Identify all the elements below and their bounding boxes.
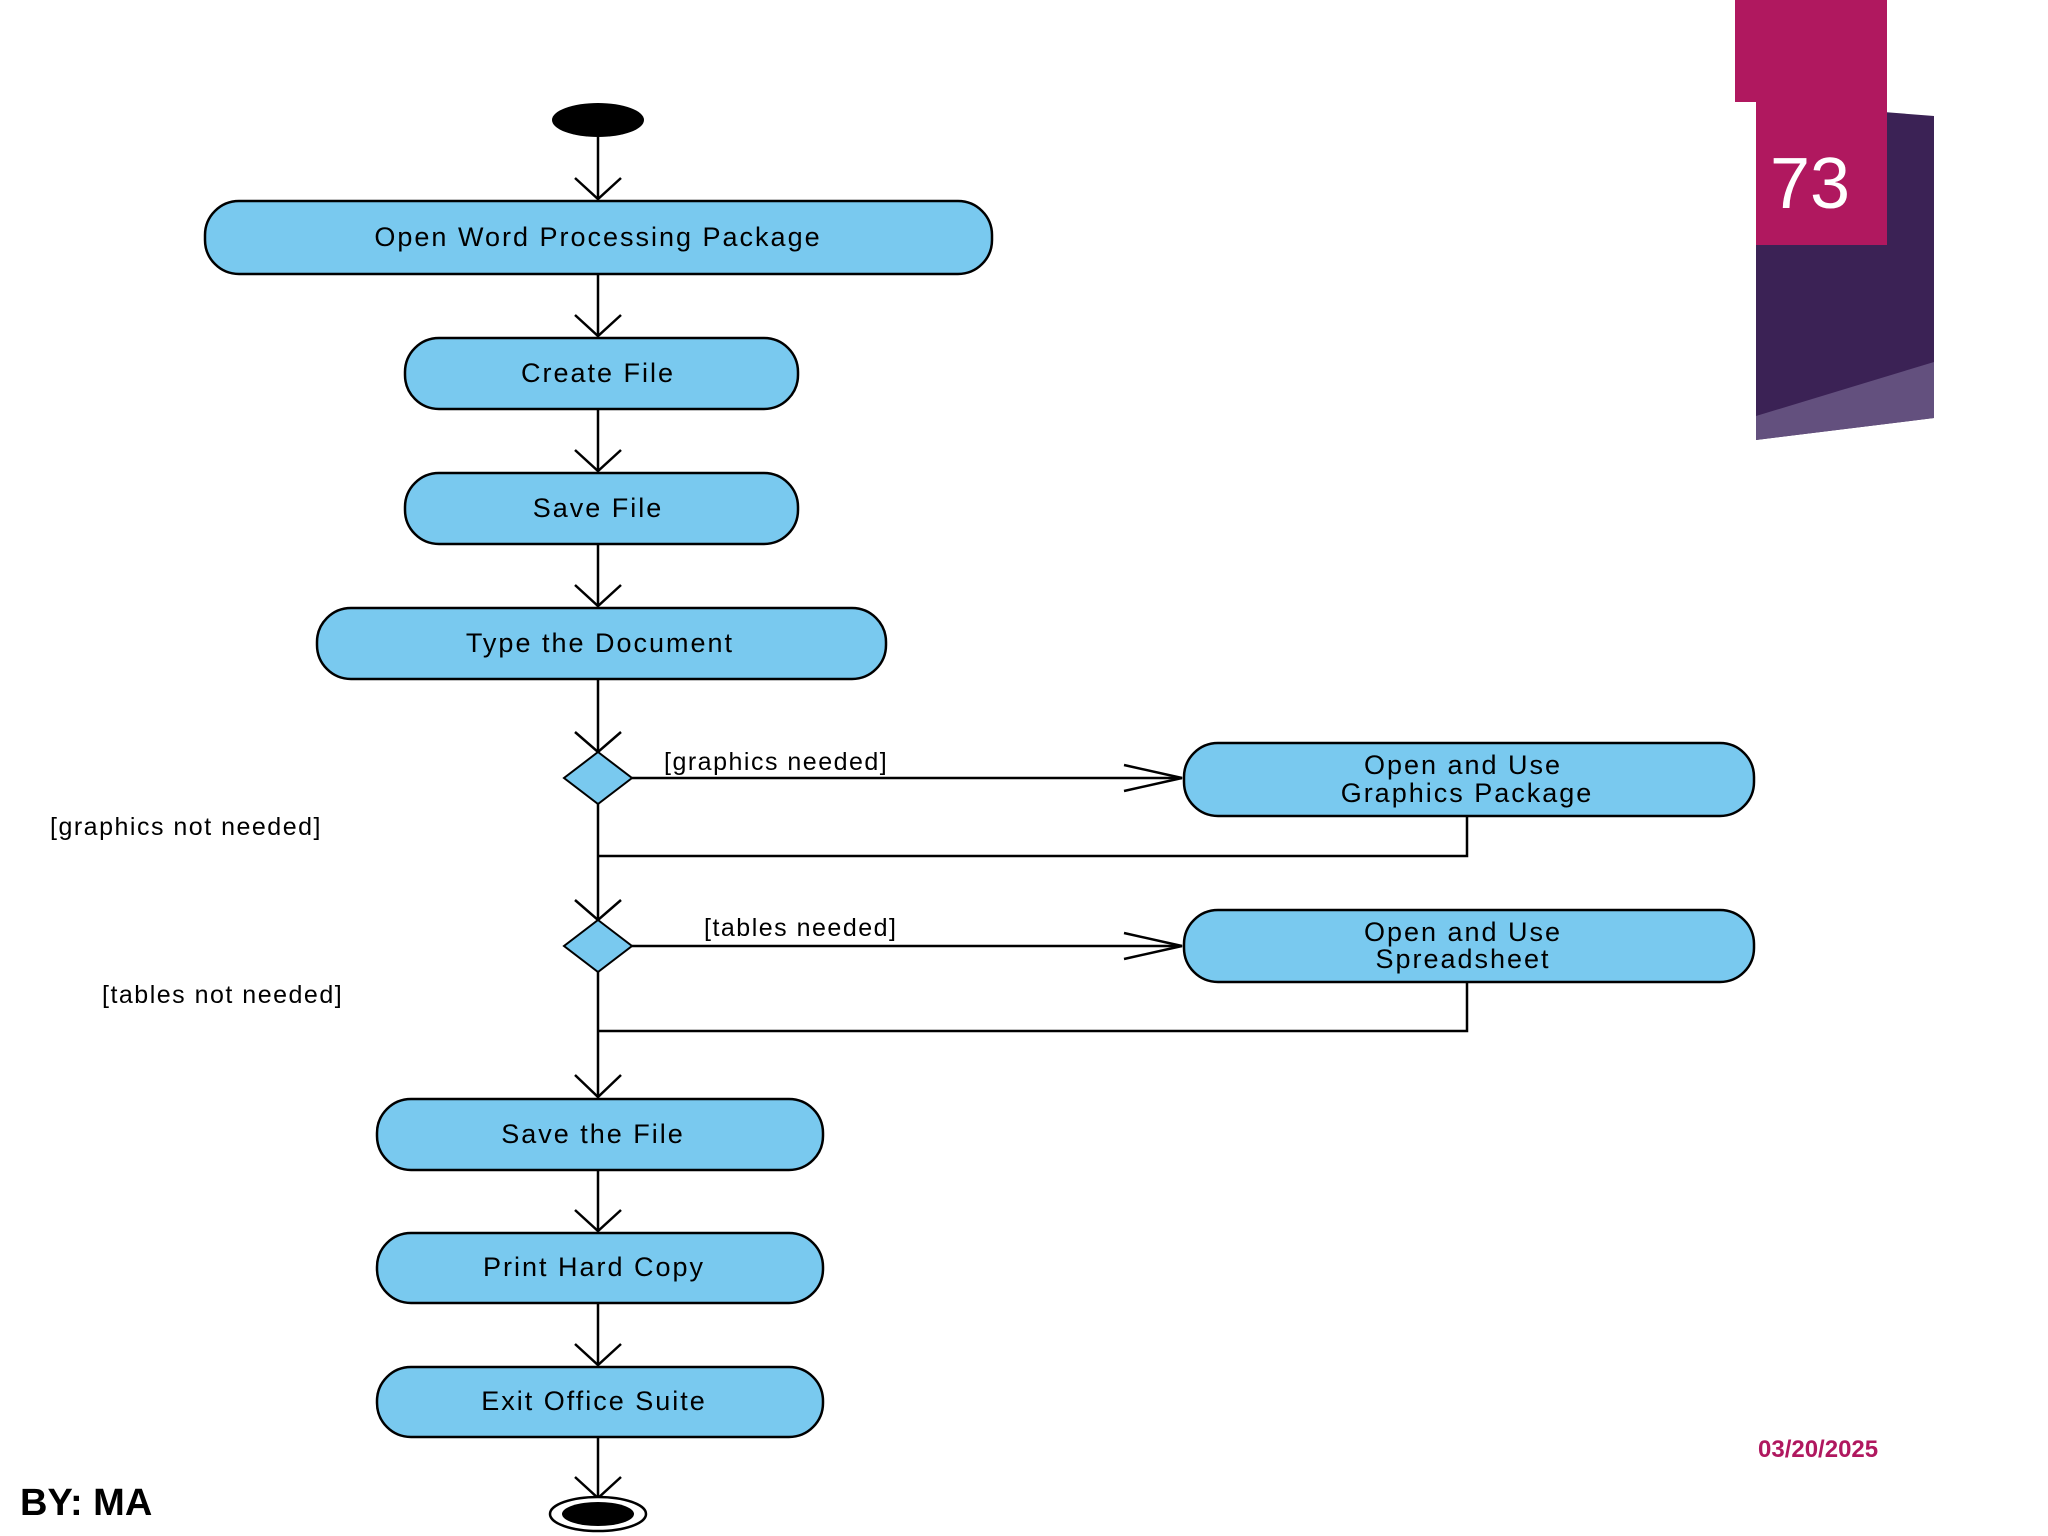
flow-graphics-return bbox=[598, 816, 1469, 858]
activity-spreadsheet-line2: Spreadsheet bbox=[1375, 944, 1550, 974]
activity-create-file-label: Create File bbox=[521, 358, 675, 388]
accent-lilac-stripe bbox=[1756, 362, 1934, 440]
activity-exit-office-suite: Exit Office Suite bbox=[375, 1365, 825, 1439]
page-number: 73 bbox=[1770, 144, 1850, 224]
arrowhead-open bbox=[574, 177, 622, 201]
guard-tables-not-needed: [tables not needed] bbox=[102, 981, 343, 1009]
activity-create-file: Create File bbox=[403, 336, 800, 411]
decision-graphics bbox=[562, 750, 634, 806]
arrowhead-save bbox=[574, 449, 622, 473]
decision-tables bbox=[562, 918, 634, 974]
activity-type-document: Type the Document bbox=[315, 606, 888, 681]
activity-save-the-file: Save the File bbox=[375, 1097, 825, 1172]
author-credit: BY: MA bbox=[20, 1482, 153, 1524]
activity-spreadsheet-line1: Open and Use bbox=[1364, 917, 1562, 947]
activity-save-the-file-label: Save the File bbox=[501, 1119, 685, 1149]
accent-magenta-block bbox=[1735, 0, 1887, 245]
activity-spreadsheet: Open and Use Spreadsheet bbox=[1182, 908, 1756, 984]
arrowhead-graphics bbox=[1123, 763, 1183, 793]
final-node bbox=[548, 1495, 648, 1533]
activity-graphics-line1: Open and Use bbox=[1364, 750, 1562, 780]
arrowhead-spreadsheet bbox=[1123, 931, 1183, 961]
activity-graphics-line2: Graphics Package bbox=[1341, 778, 1594, 808]
corner-accent: 73 bbox=[1735, 0, 1934, 440]
activity-open-word-label: Open Word Processing Package bbox=[374, 222, 821, 252]
guard-graphics-needed: [graphics needed] bbox=[664, 748, 888, 776]
initial-node bbox=[552, 103, 644, 137]
arrowhead-type bbox=[574, 584, 622, 608]
accent-white-notch bbox=[1735, 102, 1756, 245]
arrowhead-create bbox=[574, 314, 622, 338]
activity-graphics-package: Open and Use Graphics Package bbox=[1182, 741, 1756, 818]
slide-date: 03/20/2025 bbox=[1758, 1436, 1879, 1463]
activity-open-word: Open Word Processing Package bbox=[203, 199, 994, 276]
flow-spreadsheet-return bbox=[598, 982, 1469, 1033]
arrowhead-savethe bbox=[574, 1074, 622, 1099]
guard-tables-needed: [tables needed] bbox=[704, 914, 897, 942]
activity-type-document-label: Type the Document bbox=[466, 628, 734, 658]
activity-save-file: Save File bbox=[403, 471, 800, 546]
activity-print-hard-copy: Print Hard Copy bbox=[375, 1231, 825, 1305]
activity-print-hard-copy-label: Print Hard Copy bbox=[483, 1252, 705, 1282]
arrowhead-print bbox=[574, 1209, 622, 1233]
guard-graphics-not-needed: [graphics not needed] bbox=[50, 813, 322, 841]
activity-exit-office-suite-label: Exit Office Suite bbox=[481, 1386, 707, 1416]
activity-save-file-label: Save File bbox=[533, 493, 664, 523]
arrowhead-exit bbox=[574, 1343, 622, 1367]
